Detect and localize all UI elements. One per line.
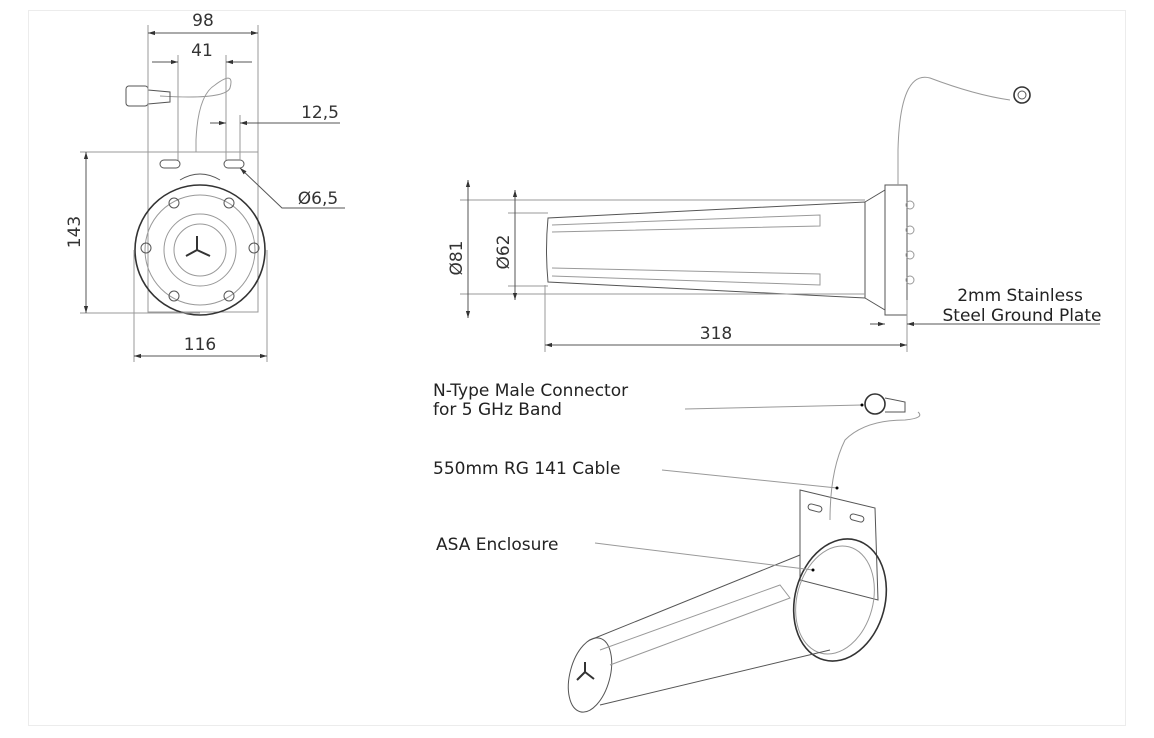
- ground-plate: [884, 184, 908, 316]
- cable: [897, 76, 1011, 185]
- enclosure-flange: [792, 538, 888, 662]
- side-view: Ø81 Ø62 318 2mm Stainless Steel Ground P…: [447, 76, 1102, 352]
- dim-inner-diameter: Ø62: [494, 234, 514, 269]
- plate-label-line2: Steel Ground Plate: [943, 306, 1102, 326]
- dim-length: 318: [700, 324, 732, 344]
- dim-width-bottom: 116: [184, 335, 216, 355]
- logo-icon: [576, 662, 595, 681]
- n-connector: [125, 85, 149, 107]
- enclosure-face: [134, 184, 266, 316]
- cable-label: 550mm RG 141 Cable: [433, 459, 620, 479]
- dim-width-top: 98: [192, 11, 214, 31]
- n-connector: [864, 393, 886, 415]
- iso-view: N-Type Male Connector for 5 GHz Band 550…: [433, 381, 921, 713]
- dim-hole-diameter: Ø6,5: [298, 189, 338, 209]
- connector-label-line2: for 5 GHz Band: [433, 400, 562, 420]
- logo-icon: [185, 236, 211, 257]
- cable: [159, 77, 232, 152]
- enclosure-body: [589, 554, 831, 706]
- connector-label-line1: N-Type Male Connector: [433, 381, 628, 401]
- dim-height: 143: [65, 216, 85, 248]
- mounting-plate: [147, 151, 259, 313]
- drawing-frame: [28, 10, 1126, 726]
- front-view: 98 41 12,5 Ø6,5 143 116: [65, 11, 345, 362]
- enclosure-label: ASA Enclosure: [436, 535, 558, 555]
- enclosure-side: [546, 201, 866, 299]
- dim-outer-diameter: Ø81: [447, 240, 467, 275]
- ground-plate: [799, 489, 879, 601]
- cable: [829, 411, 921, 521]
- mounting-hole: [223, 159, 245, 169]
- plate-label-line1: 2mm Stainless: [957, 286, 1083, 306]
- dim-hole-spacing: 41: [191, 41, 213, 61]
- n-connector: [1013, 86, 1031, 104]
- dim-hole-offset: 12,5: [301, 103, 339, 123]
